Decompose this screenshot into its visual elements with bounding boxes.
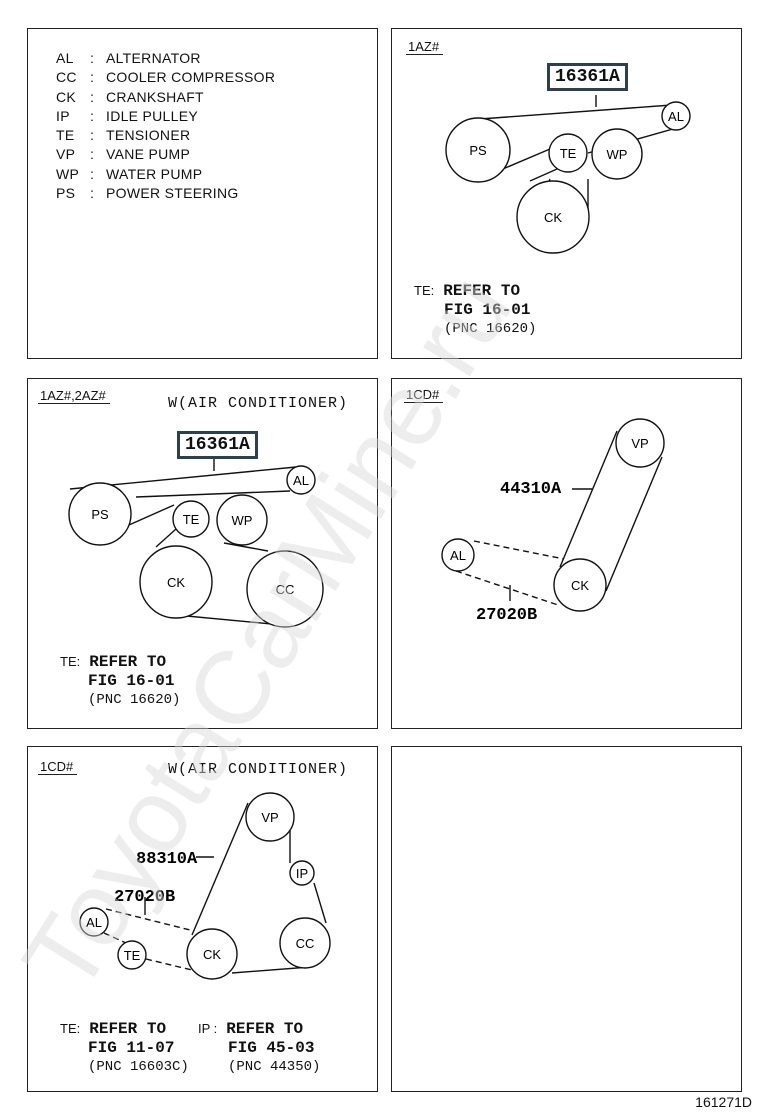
idle-pulley-reference: IP : REFER TO FIG 45-03 (PNC 44350) <box>198 1020 321 1075</box>
al-label: AL <box>668 109 684 124</box>
ck-label: CK <box>571 578 589 593</box>
belt-segment <box>479 104 673 120</box>
part-number-box[interactable]: 16361A <box>177 431 258 459</box>
diagram-1cd-ac: VP IP AL TE CK CC 88310A 27020B 1CD# W(A… <box>27 746 378 1092</box>
tensioner-reference: TE: REFER TO FIG 16-01 (PNC 16620) <box>414 282 537 337</box>
vp-pulley <box>245 792 295 842</box>
legend-row: CC:COOLER COMPRESSOR <box>56 69 276 86</box>
wp-label: WP <box>232 513 253 528</box>
al-label: AL <box>293 473 309 488</box>
tensioner-reference: TE: REFER TO FIG 16-01 (PNC 16620) <box>60 653 181 708</box>
wp-label: WP <box>607 147 628 162</box>
al-label: AL <box>450 548 466 563</box>
te-label: TE <box>560 146 577 161</box>
belt-part-number[interactable]: 44310A <box>500 480 562 499</box>
legend-panel: AL:ALTERNATOR CC:COOLER COMPRESSOR CK:CR… <box>27 28 378 359</box>
legend-row: PS:POWER STEERING <box>56 185 239 202</box>
belt-diagram-1az: PS TE WP AL CK <box>445 95 691 254</box>
diagram-1az: PS TE WP AL CK 1AZ# 16361A TE: REFER TO … <box>391 28 742 359</box>
belt-segment-dashed <box>145 958 197 972</box>
belt-segment <box>135 490 291 498</box>
belt-segment <box>529 168 558 182</box>
alternator-belt-part-number[interactable]: 27020B <box>476 606 537 625</box>
part-number-box[interactable]: 16361A <box>547 63 628 91</box>
engine-tag: 1AZ# <box>406 39 444 55</box>
wp-pulley <box>216 494 268 546</box>
wp-pulley <box>591 128 643 180</box>
belt-segment-dashed <box>103 932 127 944</box>
vp-pulley <box>615 418 665 468</box>
belt-diagram-1cd: VP AL CK 44310A 27020B <box>441 418 665 625</box>
legend-row: VP:VANE PUMP <box>56 146 191 163</box>
belt-diagram-1cd-ac: VP IP AL TE CK CC 88310A 27020B <box>79 792 331 980</box>
engine-tag: 1AZ#,2AZ# <box>38 388 110 404</box>
belt-segment <box>191 802 249 936</box>
te-pulley <box>548 133 588 173</box>
ck-label: CK <box>203 947 221 962</box>
ck-label: CK <box>167 575 185 590</box>
belt-segment-dashed <box>473 540 565 560</box>
al-pulley <box>79 907 109 937</box>
ps-label: PS <box>469 143 487 158</box>
belt-segment <box>223 542 269 552</box>
diagram-1cd: VP AL CK 44310A 27020B 1CD# <box>391 378 742 729</box>
ps-label: PS <box>91 507 109 522</box>
legend-list: AL:ALTERNATOR CC:COOLER COMPRESSOR CK:CR… <box>56 49 275 203</box>
ip-label: IP <box>296 866 308 881</box>
belt-segment <box>313 882 327 924</box>
ps-pulley <box>68 482 132 546</box>
cc-label: CC <box>296 936 315 951</box>
legend-row: AL:ALTERNATOR <box>56 50 201 66</box>
te-label: TE <box>124 948 141 963</box>
belt-segment <box>231 966 311 974</box>
empty-panel <box>391 746 742 1092</box>
legend-row: WP:WATER PUMP <box>56 165 203 182</box>
engine-tag: 1CD# <box>38 759 78 775</box>
al-pulley <box>441 538 475 572</box>
belt-segment <box>559 430 618 568</box>
ck-pulley <box>139 545 213 619</box>
belt-segment <box>605 456 663 592</box>
belt-segment-dashed <box>105 908 195 932</box>
legend-row: TE:TENSIONER <box>56 127 191 144</box>
cc-pulley <box>279 917 331 969</box>
diagram-1az-2az-ac: PS TE WP AL CK CC 1AZ#,2AZ# W(AIR CONDIT… <box>27 378 378 729</box>
alternator-belt-part-number[interactable]: 27020B <box>114 888 175 907</box>
ck-pulley <box>553 558 607 612</box>
te-label: TE <box>183 512 200 527</box>
ck-label: CK <box>544 210 562 225</box>
belt-diagram-1az-2az: PS TE WP AL CK CC <box>68 459 324 628</box>
belt-segment <box>155 528 177 548</box>
vp-label: VP <box>261 810 278 825</box>
al-pulley <box>661 101 691 131</box>
legend-row: CK:CRANKSHAFT <box>56 88 204 105</box>
engine-tag: 1CD# <box>404 387 444 403</box>
te-pulley <box>172 500 210 538</box>
cc-label: CC <box>276 582 295 597</box>
ip-pulley <box>289 860 315 886</box>
al-label: AL <box>86 915 102 930</box>
ck-pulley <box>186 928 238 980</box>
cc-pulley <box>246 550 324 628</box>
legend-row: IP:IDLE PULLEY <box>56 107 199 124</box>
ps-pulley <box>445 117 511 183</box>
belt-part-number[interactable]: 88310A <box>136 850 198 869</box>
al-pulley <box>286 465 316 495</box>
te-pulley <box>117 940 147 970</box>
belt-segment <box>175 614 283 626</box>
belt-segment-dashed <box>455 570 559 606</box>
variant-heading: W(AIR CONDITIONER) <box>168 395 349 412</box>
ck-pulley <box>516 180 590 254</box>
tensioner-reference: TE: REFER TO FIG 11-07 (PNC 16603C) <box>60 1020 189 1075</box>
figure-number: 161271D <box>695 1094 752 1110</box>
vp-label: VP <box>631 436 648 451</box>
variant-heading: W(AIR CONDITIONER) <box>168 761 349 778</box>
